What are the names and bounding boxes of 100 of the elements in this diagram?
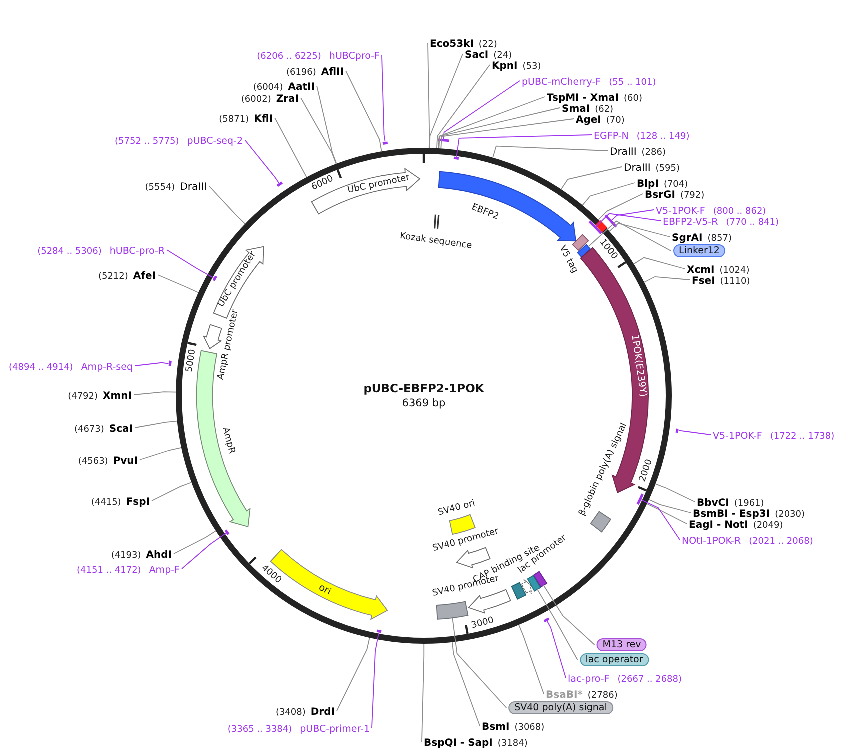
plasmid-size: 6369 bp bbox=[402, 398, 446, 410]
primer-range: (3365 .. 3384) bbox=[228, 724, 292, 734]
leader-line bbox=[648, 499, 692, 514]
leader-line bbox=[346, 70, 382, 152]
primer-name: V5-1POK-F bbox=[713, 430, 762, 442]
enzyme-name: AatII bbox=[288, 82, 315, 92]
enzyme-name: AhdI bbox=[146, 550, 172, 560]
cut-position: (4415) bbox=[91, 498, 122, 508]
leader-line bbox=[536, 588, 578, 660]
enzyme-name: FseI bbox=[692, 276, 716, 286]
leader-line bbox=[634, 257, 686, 270]
enzyme-name: FspI bbox=[126, 496, 150, 508]
enzyme-name: EagI - NotI bbox=[689, 520, 748, 530]
promoter-feature bbox=[456, 547, 491, 570]
primer-range: (6206 .. 6225) bbox=[257, 52, 322, 62]
feature-tag: Linker12 bbox=[673, 244, 726, 258]
cut-position: (4193) bbox=[111, 550, 142, 560]
primer-range: (2667 .. 2688) bbox=[618, 674, 682, 684]
primer-mark bbox=[212, 274, 218, 282]
primer-mark bbox=[636, 493, 645, 506]
primer-name: V5-1POK-F bbox=[656, 206, 706, 216]
leader-line bbox=[438, 96, 546, 149]
promoter-feature bbox=[203, 324, 223, 350]
primer-name: Amp-F bbox=[149, 564, 180, 576]
enzyme-name: KflI bbox=[254, 114, 273, 124]
leader-line bbox=[456, 134, 592, 158]
leader-line bbox=[372, 632, 380, 728]
leader-line bbox=[655, 484, 696, 502]
enzyme-name: BsaBI* bbox=[546, 690, 583, 700]
plasmid-name: pUBC-EBFP2-1POK bbox=[364, 384, 484, 394]
leader-line bbox=[452, 618, 508, 708]
leader-line bbox=[518, 624, 544, 694]
scale-label: 6000 bbox=[310, 174, 336, 194]
primer-name: hUBC-pro-R bbox=[110, 246, 165, 256]
leader-line bbox=[438, 108, 560, 149]
cut-position: (22) bbox=[478, 40, 498, 50]
feature-mark bbox=[434, 214, 440, 230]
leader-line bbox=[644, 276, 690, 283]
scale-label: 5000 bbox=[184, 349, 199, 374]
feature-block bbox=[572, 234, 590, 252]
primer-mark bbox=[224, 529, 230, 537]
feature-block bbox=[532, 570, 548, 588]
leader-line bbox=[166, 250, 214, 278]
feature-label: AmpR promoter bbox=[216, 308, 242, 382]
leader-line bbox=[440, 118, 574, 150]
enzyme-name: XmnI bbox=[103, 390, 132, 402]
feature-label: Kozak sequence bbox=[399, 232, 473, 252]
cut-position: (53) bbox=[522, 62, 542, 72]
primer-range: (2021 .. 2068) bbox=[749, 536, 814, 546]
leader-line bbox=[182, 533, 226, 570]
primer-range: (5284 .. 5306) bbox=[38, 246, 102, 256]
leader-line bbox=[560, 166, 622, 190]
cut-position: (70) bbox=[606, 116, 625, 126]
enzyme-name: AfeI bbox=[133, 270, 156, 282]
primer-mark bbox=[588, 220, 603, 236]
cut-position: (3184) bbox=[498, 738, 528, 748]
cut-position: (857) bbox=[708, 234, 732, 244]
gene-feature bbox=[196, 350, 252, 528]
leader-line bbox=[492, 146, 608, 158]
feature-block bbox=[576, 244, 592, 258]
feature-tag: SV40 poly(A) signal bbox=[508, 702, 614, 714]
cut-position: (5212) bbox=[98, 272, 128, 282]
cut-position: (792) bbox=[680, 190, 705, 200]
primer-range: (800 .. 862) bbox=[713, 206, 766, 216]
feature-label: V5 tag bbox=[556, 244, 580, 276]
primer-mark bbox=[675, 428, 680, 434]
cut-position: (5871) bbox=[219, 114, 250, 124]
enzyme-name: TspMI - XmaI bbox=[547, 92, 619, 104]
scale-label: 3000 bbox=[470, 615, 496, 632]
primer-range: (4151 .. 4172) bbox=[77, 566, 142, 576]
leader-line bbox=[174, 530, 216, 554]
cut-position: (5554) bbox=[145, 182, 176, 192]
leader-line bbox=[429, 54, 464, 149]
feature-label: AmpR bbox=[219, 426, 237, 456]
leader-line bbox=[140, 448, 182, 460]
cut-position: (704) bbox=[664, 180, 688, 190]
enzyme-name: BbvCI bbox=[697, 498, 730, 508]
enzyme-name: KpnI bbox=[492, 60, 518, 72]
leader-line bbox=[543, 584, 596, 646]
primer-name: lac-pro-F bbox=[568, 674, 610, 684]
feature-label: ori bbox=[317, 582, 334, 598]
enzyme-name: AflII bbox=[321, 66, 344, 78]
primer-name: pUBC-seq-2 bbox=[187, 136, 243, 146]
leader-line bbox=[316, 86, 338, 164]
enzyme-name: BsrGI bbox=[645, 190, 676, 200]
enzyme-name: BlpI bbox=[637, 178, 659, 190]
leader-line bbox=[152, 482, 192, 502]
cut-position: (595) bbox=[656, 164, 680, 174]
primer-mark bbox=[543, 617, 551, 624]
primer-name: NOtI-1POK-R bbox=[682, 536, 742, 546]
leader-line bbox=[134, 420, 178, 428]
primer-range: (770 .. 841) bbox=[726, 218, 780, 228]
leader-line bbox=[598, 194, 644, 220]
enzyme-name: DrdI bbox=[310, 706, 335, 718]
enzyme-name: DraIII bbox=[180, 182, 207, 192]
feature-tag: lac operator bbox=[580, 654, 650, 666]
primer-mark bbox=[436, 138, 450, 144]
cut-position: (3408) bbox=[276, 708, 306, 718]
cut-position: (2786) bbox=[588, 690, 618, 700]
enzyme-name: Eco53kI bbox=[430, 38, 474, 50]
